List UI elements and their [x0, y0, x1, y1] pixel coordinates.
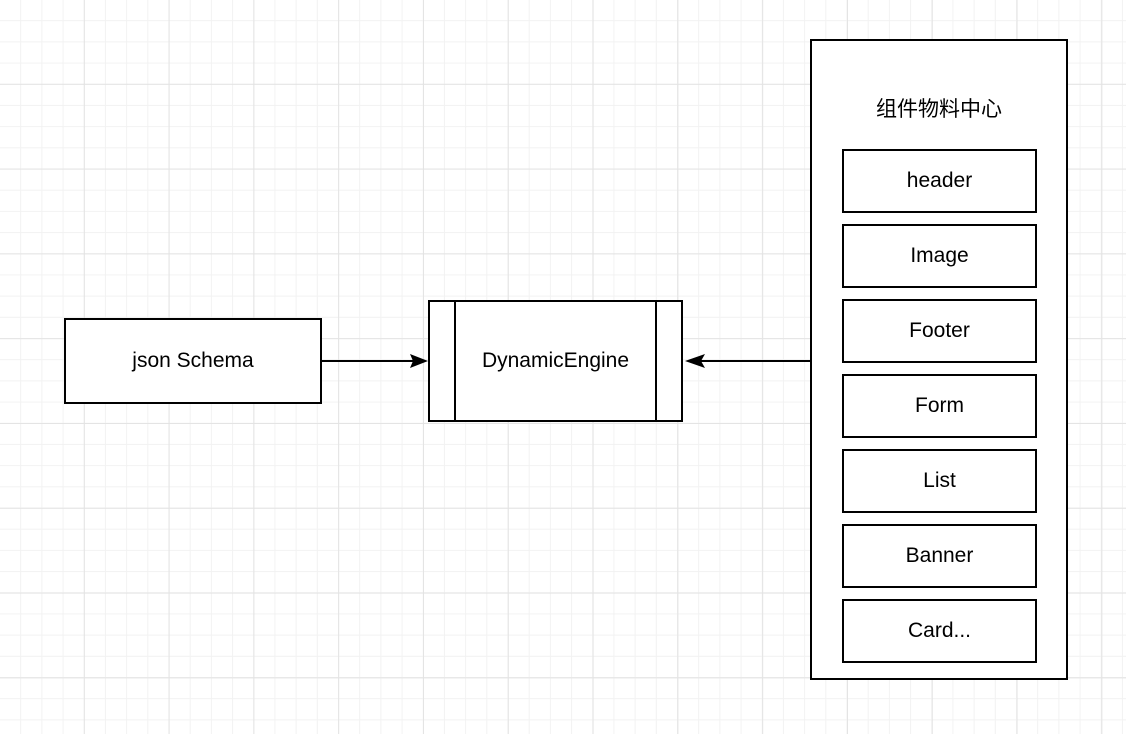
component-item-form[interactable]: Form [842, 374, 1037, 438]
component-item-banner[interactable]: Banner [842, 524, 1037, 588]
component-item-label: header [906, 169, 973, 192]
component-item-card[interactable]: Card... [842, 599, 1037, 663]
component-item-label: Footer [909, 319, 970, 342]
panel-material-center: 组件物料中心 header Image Footer Form List Ban… [810, 39, 1068, 680]
component-item-label: Card... [907, 619, 972, 642]
process-bar-right [655, 300, 657, 422]
component-item-image[interactable]: Image [842, 224, 1037, 288]
component-item-list[interactable]: List [842, 449, 1037, 513]
node-dynamic-engine[interactable]: DynamicEngine [428, 300, 683, 422]
component-item-label: Image [910, 244, 969, 267]
node-json-schema[interactable]: json Schema [64, 318, 322, 404]
component-list: header Image Footer Form List Banner Car… [842, 149, 1037, 663]
node-json-schema-label: json Schema [132, 349, 254, 372]
arrow-material-center-to-dynamic-engine [685, 354, 811, 368]
component-item-footer[interactable]: Footer [842, 299, 1037, 363]
panel-material-center-title: 组件物料中心 [876, 98, 1002, 121]
component-item-header[interactable]: header [842, 149, 1037, 213]
component-item-label: Banner [905, 544, 974, 567]
arrow-json-schema-to-dynamic-engine [322, 354, 428, 368]
component-item-label: Form [915, 394, 964, 417]
component-item-label: List [923, 469, 956, 492]
process-bar-left [454, 300, 456, 422]
node-dynamic-engine-label: DynamicEngine [481, 349, 630, 372]
